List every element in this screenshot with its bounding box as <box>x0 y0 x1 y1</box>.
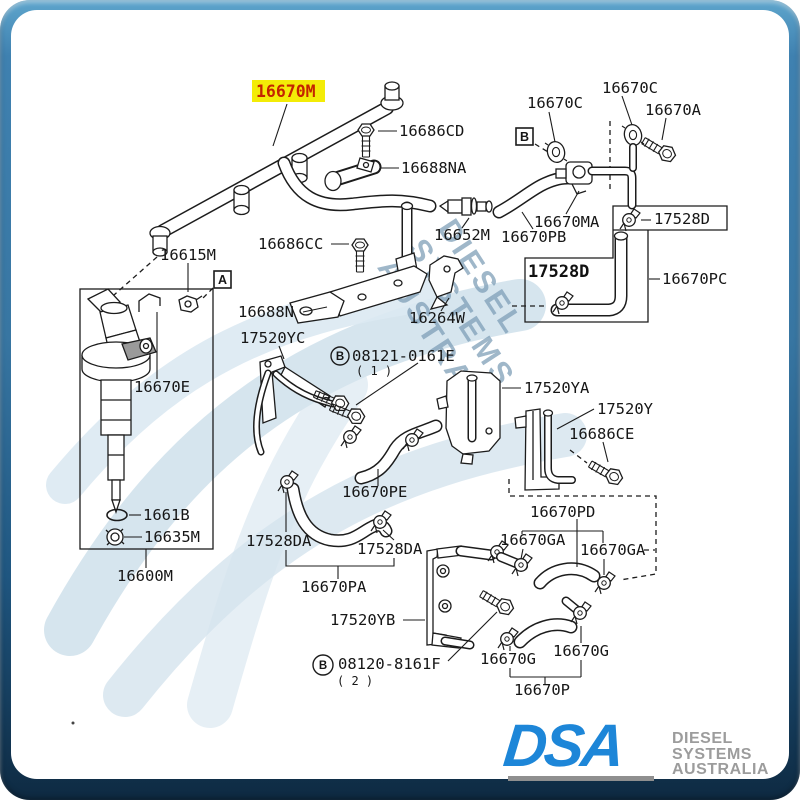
washer-16635M-icon <box>105 528 125 546</box>
label-16600M: 16600M <box>117 567 173 585</box>
label-16670C: 16670C <box>527 94 583 112</box>
label-16670A: 16670A <box>645 101 702 119</box>
hose-16670PC <box>550 231 629 317</box>
grommet-16670C-icon <box>544 139 568 165</box>
clip-16615M-icon <box>178 295 203 313</box>
label-08120-8161F: 08120-8161F <box>338 655 441 673</box>
label-16670GA: 16670GA <box>500 531 566 549</box>
valve-pipes <box>587 143 637 210</box>
dsa-logo: DSA DIESEL SYSTEMS AUSTRALIA <box>500 712 795 784</box>
label-16670G: 16670G <box>553 642 609 660</box>
hose-16670PE <box>354 419 443 485</box>
label-16670P: 16670P <box>514 681 570 699</box>
bracket-group <box>289 201 464 324</box>
callout-circle-B <box>312 654 334 676</box>
label-16652M: 16652M <box>434 226 490 244</box>
brand-line-australia: AUSTRALIA <box>672 761 769 778</box>
clamp-17528D-icon <box>619 208 641 232</box>
label-16670E: 16670E <box>134 378 190 396</box>
label-qty-1: ( 1 ) <box>356 364 392 378</box>
highlighted-label-16670M: 16670M <box>256 82 316 101</box>
label-17520YA: 17520YA <box>524 379 590 397</box>
dsa-logo-text: DSA <box>500 712 626 779</box>
dsa-logo-underline <box>508 776 654 781</box>
label-16635M: 16635M <box>144 528 200 546</box>
label-16264W: 16264W <box>409 309 466 327</box>
stray-dot <box>71 721 75 725</box>
bolt-16686CD-icon <box>357 123 375 158</box>
bolt-08120-icon <box>477 585 517 619</box>
bracket-17520YA <box>436 370 501 465</box>
label-16670MA: 16670MA <box>534 213 600 231</box>
label-08121-0161E: 08121-0161E <box>352 347 455 365</box>
label-16670PC: 16670PC <box>662 270 727 288</box>
callout-letter-B: B <box>336 351 344 363</box>
injector-assembly <box>81 288 161 515</box>
rail-feed-hose <box>277 156 437 213</box>
label-16670PB: 16670PB <box>501 228 566 246</box>
clamp-16670GA-icon <box>511 553 533 577</box>
labels: 16670M 16686CD 16688NA 16670C 16670C 166… <box>117 79 727 699</box>
bolt-16670A-icon <box>639 132 679 166</box>
hose-clamp-icon <box>340 425 362 449</box>
label-1661B: 1661B <box>143 506 190 524</box>
callout-letter-B: B <box>319 660 327 672</box>
brand-line-systems: SYSTEMS <box>672 745 752 763</box>
hose-16670P <box>513 596 582 649</box>
injector-clamp-hook <box>138 293 161 312</box>
brand-line-diesel: DIESEL <box>672 730 733 747</box>
clamp-detail-box <box>524 205 728 323</box>
label-16670GA: 16670GA <box>580 541 646 559</box>
label-16670PE: 16670PE <box>342 483 407 501</box>
label-17528D: 17528D <box>654 210 710 228</box>
bracket-17520Y <box>514 408 576 491</box>
bolt-16686CC-icon <box>351 238 369 273</box>
callout-letter-B: B <box>520 130 529 144</box>
line-art <box>71 81 728 725</box>
bracket-17520YB <box>426 545 497 650</box>
label-16688NA: 16688NA <box>401 159 467 177</box>
callout-box-B <box>515 127 534 146</box>
label-16670PA: 16670PA <box>301 578 367 596</box>
oring-1661B-icon <box>106 508 128 522</box>
label-17528D-bold: 17528D <box>528 262 589 282</box>
label-17528DA: 17528DA <box>246 532 312 550</box>
label-16686CC: 16686CC <box>258 235 323 253</box>
leader-lines <box>124 95 667 684</box>
label-16686CE: 16686CE <box>569 425 634 443</box>
label-16670G: 16670G <box>480 650 536 668</box>
valve-16670MA <box>555 161 593 195</box>
label-qty-2: ( 2 ) <box>337 674 373 688</box>
label-17528DA: 17528DA <box>357 540 423 558</box>
bolt-16686CE-icon <box>586 455 626 489</box>
dashed-lines <box>113 121 657 581</box>
dsa-brand-lines: DIESEL SYSTEMS AUSTRALIA <box>672 731 769 778</box>
label-16670C: 16670C <box>602 79 658 97</box>
callout-circle-B <box>330 346 350 366</box>
label-16688N: 16688N <box>238 303 294 321</box>
label-16670PD: 16670PD <box>530 503 595 521</box>
bracket-arm-16688NA <box>324 157 382 192</box>
fuel-rail <box>149 81 404 257</box>
label-16686CD: 16686CD <box>399 122 464 140</box>
highlight-box <box>252 80 325 102</box>
sensor-16652M <box>438 197 493 216</box>
label-17520YC: 17520YC <box>240 329 305 347</box>
label-17520Y: 17520Y <box>597 400 654 418</box>
label-17520YB: 17520YB <box>330 611 395 629</box>
callout-letter-A: A <box>218 273 227 287</box>
label-16615M: 16615M <box>160 246 216 264</box>
callout-box-A <box>213 270 232 289</box>
hose-16670PB <box>492 171 574 219</box>
